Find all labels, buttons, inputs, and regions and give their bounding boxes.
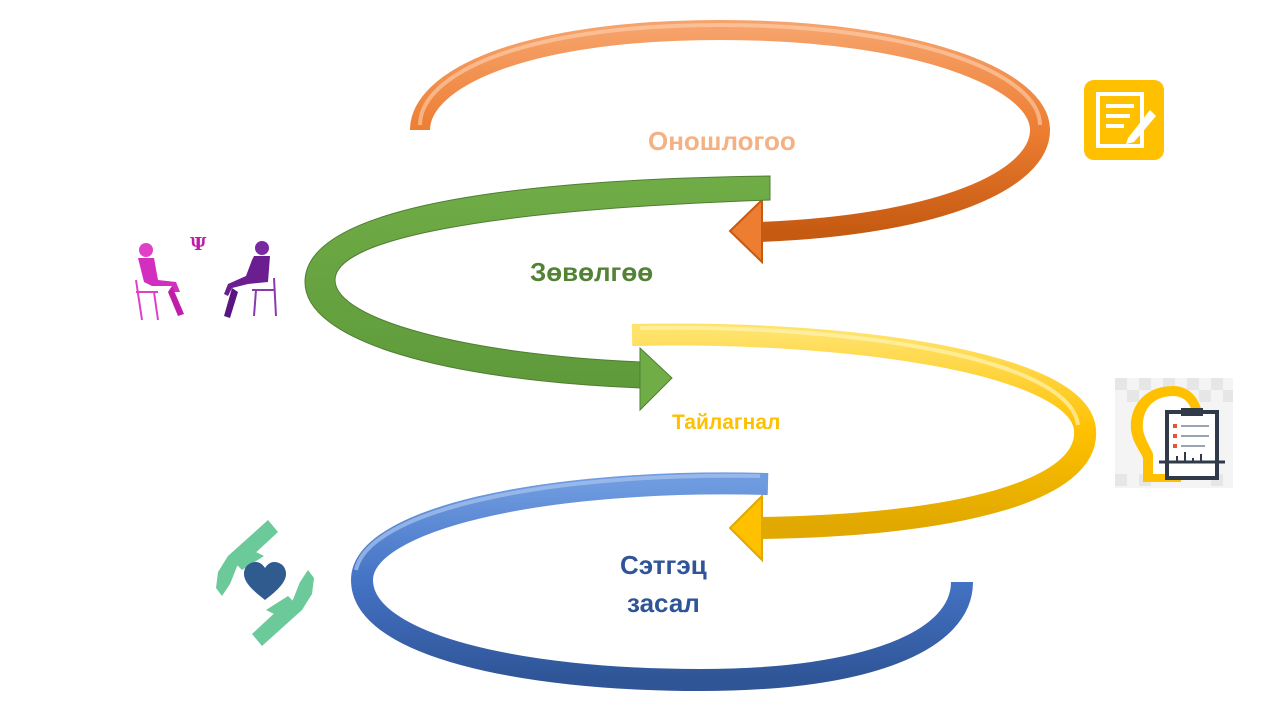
blue-loop-arrow bbox=[350, 472, 973, 692]
step-label-reporting: Тайлагнал bbox=[672, 411, 781, 434]
counseling-session-icon: Ψ bbox=[128, 230, 283, 325]
orange-loop-arrow bbox=[410, 19, 1051, 265]
svg-text:Ψ: Ψ bbox=[190, 234, 207, 255]
document-edit-icon bbox=[1084, 80, 1164, 160]
hands-heart-icon bbox=[212, 518, 318, 648]
step-label-psychotherapy-line2: засал bbox=[627, 588, 700, 618]
yellow-loop-arrow bbox=[631, 323, 1097, 563]
step-label-psychotherapy-line1: Сэтгэц bbox=[620, 550, 707, 580]
head-clipboard-report-icon bbox=[1115, 378, 1233, 488]
step-label-diagnosis: Оношлогоо bbox=[648, 126, 796, 156]
step-label-counseling: Зөвөлгөө bbox=[530, 257, 654, 287]
green-loop-arrow bbox=[304, 175, 771, 412]
